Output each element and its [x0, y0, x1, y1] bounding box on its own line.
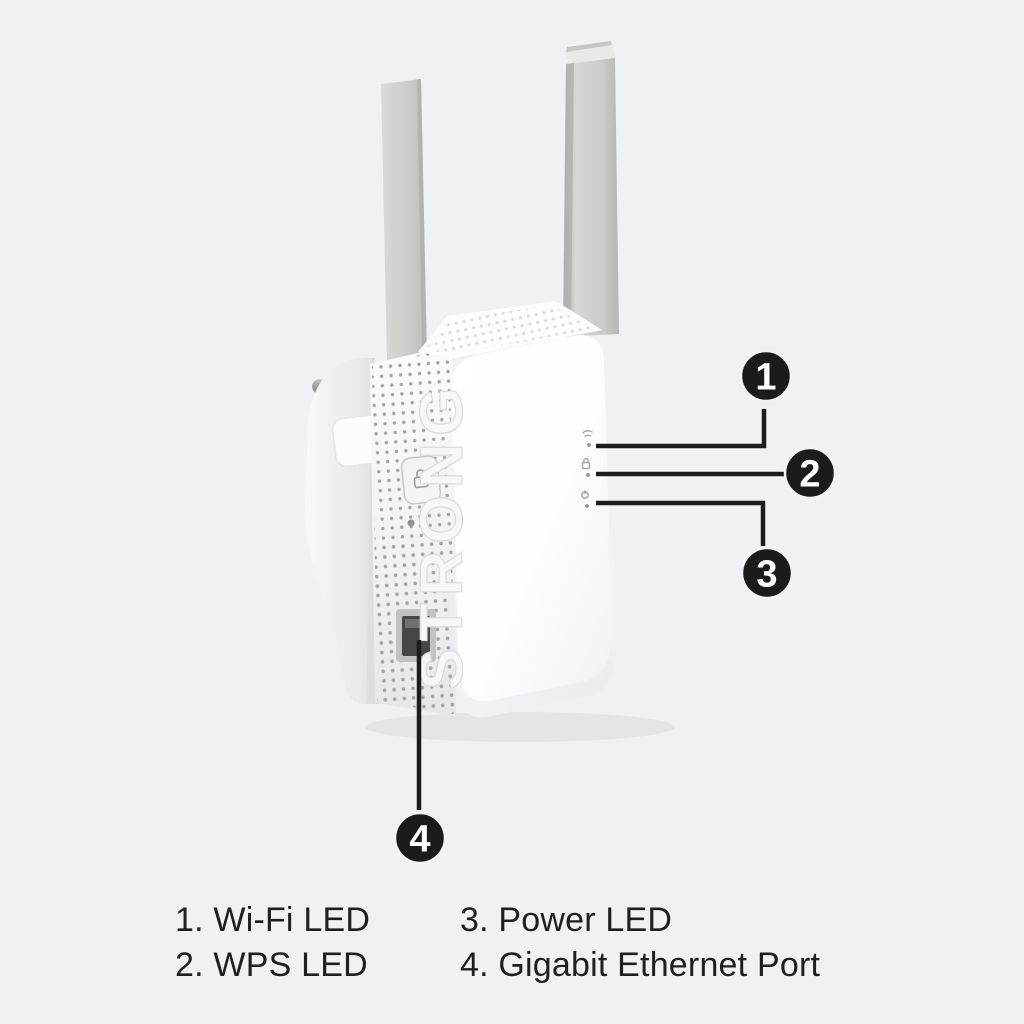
legend-column-1: 1. Wi-Fi LED 2. WPS LED	[175, 898, 370, 988]
callout-line-3	[596, 500, 766, 546]
wifi-led-icon	[582, 430, 593, 438]
callout-line-1	[596, 409, 767, 449]
callout-4: 4	[393, 811, 447, 865]
wps-led	[586, 473, 590, 477]
callout-2: 2	[783, 446, 837, 500]
top-vent	[418, 301, 602, 358]
device-shadow	[365, 712, 675, 742]
power-led	[585, 504, 589, 508]
ethernet-port	[396, 609, 436, 662]
brand-logo: STRONG	[408, 380, 475, 690]
reset-led-hole	[407, 519, 415, 527]
lock-icon	[413, 469, 429, 489]
callout-number-3: 3	[756, 554, 777, 596]
device-front-panel: STRONG	[407, 335, 614, 718]
wifi-led	[587, 443, 591, 447]
callout-number-4: 4	[409, 819, 430, 861]
callout-number-2: 2	[799, 454, 820, 496]
right-antenna	[563, 41, 619, 337]
power-led-icon	[581, 490, 589, 499]
wps-led-icon	[581, 457, 591, 470]
callout-number-1: 1	[755, 357, 776, 399]
legend-item-wps-led: 2. WPS LED	[175, 946, 368, 984]
wps-button	[400, 455, 442, 505]
legend-column-2: 3. Power LED 4. Gigabit Ethernet Port	[460, 898, 820, 988]
legend-item-power-led: 3. Power LED	[460, 901, 673, 939]
callout-3: 3	[740, 546, 794, 600]
power-plug	[305, 358, 379, 704]
legend-item-wifi-led: 1. Wi-Fi LED	[175, 901, 371, 939]
legend-item-ethernet-port: 4. Gigabit Ethernet Port	[460, 946, 821, 984]
callout-1: 1	[739, 349, 793, 403]
